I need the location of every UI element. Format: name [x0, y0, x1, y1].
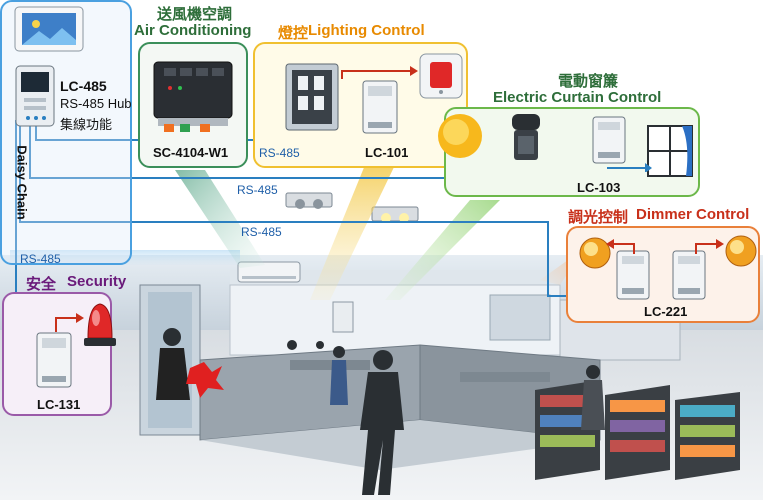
lc-131-device-icon [36, 332, 72, 388]
rs485-label-security: RS-485 [20, 252, 61, 266]
ceiling-light-icon [285, 192, 419, 223]
people-icon [287, 340, 605, 495]
window-curtain-icon [647, 125, 693, 177]
hub-device-label: LC-485 [60, 78, 107, 94]
light-sensor-icon [512, 114, 540, 160]
hub-description-line2: 集線功能 [60, 117, 113, 132]
lc-101-device-icon [362, 80, 398, 134]
curtain-device-label: LC-103 [577, 180, 621, 195]
dimmer-device-label: LC-221 [644, 304, 688, 319]
dimmer-arrows-icon [606, 239, 724, 254]
air-conditioner-icon [237, 261, 301, 283]
sun-icon [438, 114, 482, 158]
security-device-label: LC-131 [37, 397, 81, 412]
dimmer-title-en: Dimmer Control [636, 206, 750, 223]
daisy-chain-label: Daisy Chain [14, 145, 30, 220]
lighting-device-label: LC-101 [365, 145, 409, 160]
hub-device-icon [15, 65, 55, 127]
wall-switch-panel-icon [285, 63, 339, 131]
red-switch-icon [419, 53, 463, 99]
security-title-en: Security [67, 273, 127, 290]
lc-103-device-icon [592, 116, 626, 164]
dimmer-panel [566, 226, 760, 323]
lc-221-device-b-icon [672, 250, 706, 300]
magazine-rack-icon [535, 380, 740, 480]
intruder-icon [156, 328, 224, 400]
dimmer-lamp-left-icon [579, 237, 611, 269]
rs485-label-lighting: RS-485 [259, 146, 300, 160]
lighting-title-en: Lighting Control [308, 22, 425, 39]
security-title-zh: 安全 [26, 276, 57, 293]
lighting-arrow-icon [341, 66, 418, 79]
sc-4104-controller-icon [153, 61, 233, 132]
dimmer-lamp-right-icon [725, 235, 757, 267]
aircon-device-label: SC-4104-W1 [153, 145, 229, 160]
rs485-label-ceiling: RS-485 [237, 183, 278, 197]
curtain-title-en: Electric Curtain Control [493, 89, 662, 106]
aircon-title-zh: 送風機空調 [157, 6, 233, 23]
dimmer-title-zh: 調光控制 [568, 209, 629, 226]
aircon-title-en: Air Conditioning [134, 22, 252, 39]
curtain-title-zh: 電動窗簾 [558, 73, 619, 90]
rs485-label-aircon: RS-485 [241, 225, 282, 239]
curtain-arrow-icon [607, 163, 652, 172]
lighting-title-zh: 燈控 [278, 25, 309, 42]
hub-description-line1: RS-485 Hub [60, 96, 132, 111]
security-arrow-icon [55, 313, 84, 332]
touch-panel-icon [14, 6, 84, 52]
alarm-beacon-icon [84, 303, 116, 346]
